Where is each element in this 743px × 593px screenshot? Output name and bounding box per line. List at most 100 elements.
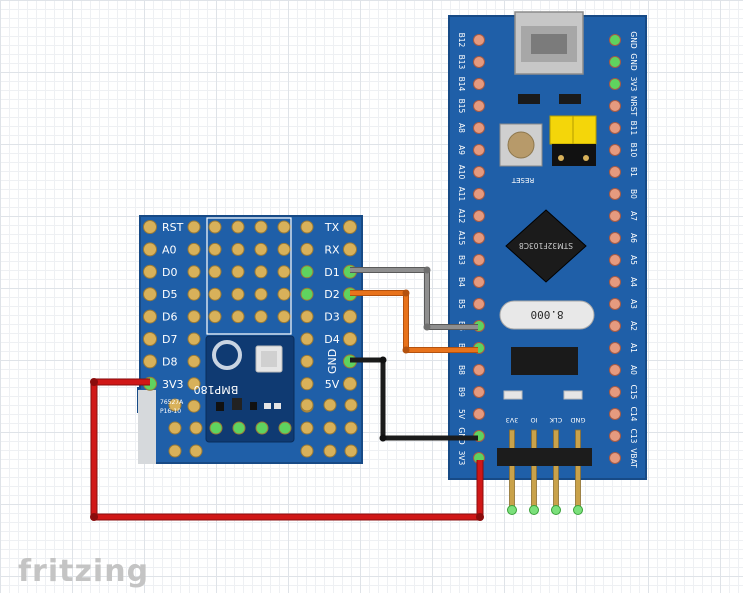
mcu-pin-label: B8 xyxy=(457,365,466,375)
proto-hole xyxy=(187,310,201,324)
crystal xyxy=(499,300,595,330)
proto-hole xyxy=(168,398,182,412)
mcu-pin-gnd xyxy=(609,56,621,68)
proto-hole xyxy=(323,444,337,458)
mcu-pin-label: 5V xyxy=(457,409,466,420)
shield-pin-label: D5 xyxy=(162,288,177,301)
proto-hole xyxy=(231,265,245,279)
proto-hole xyxy=(300,310,314,324)
mcu-pin-label: B4 xyxy=(457,277,466,287)
proto-hole xyxy=(187,242,201,256)
proto-hole xyxy=(231,220,245,234)
mcu-pin-label: GND xyxy=(629,31,638,48)
shield-pin-label: A0 xyxy=(162,243,177,256)
proto-hole xyxy=(277,242,291,256)
mcu-pin-label: A15 xyxy=(457,231,466,246)
mcu-pin-label: A3 xyxy=(629,299,638,309)
mcu-pin-3v3 xyxy=(609,78,621,90)
stm32-blue-pill[interactable]: RESET STM32F103C8 8.000 B12B13B14B15A8A9… xyxy=(448,11,647,515)
mcu-pin-c13 xyxy=(609,430,621,442)
swd-pin xyxy=(553,429,559,509)
swd-pin xyxy=(531,429,537,509)
shield-pin-label: 3V3 xyxy=(162,378,184,391)
proto-hole xyxy=(187,287,201,301)
mcu-pin-label: 3V3 xyxy=(457,451,466,466)
mcu-pin-label: B15 xyxy=(457,99,466,114)
swd-pin-label: GND xyxy=(571,416,586,424)
proto-hole xyxy=(344,421,358,435)
mcu-pin-label: A0 xyxy=(629,365,638,375)
swd-pin xyxy=(509,429,515,509)
mcu-pin-a12 xyxy=(473,210,485,222)
shield-pin-label: D2 xyxy=(324,288,339,301)
mcu-pin-label: C15 xyxy=(629,385,638,400)
proto-hole xyxy=(187,399,201,413)
mcu-pin-label: B1 xyxy=(629,167,638,177)
mcu-pin-b5 xyxy=(473,298,485,310)
proto-hole xyxy=(300,332,314,346)
shield-pin-d6 xyxy=(143,309,157,324)
proto-hole xyxy=(254,242,268,256)
proto-hole xyxy=(300,398,314,412)
bmp180-pin xyxy=(278,421,292,435)
mcu-pin-a1 xyxy=(609,342,621,354)
proto-hole xyxy=(254,265,268,279)
mcu-pin-a10 xyxy=(473,166,485,178)
shield-pin-rst xyxy=(143,220,157,234)
mcu-pin-label: A1 xyxy=(629,343,638,353)
shield-pin-label: D4 xyxy=(324,333,339,346)
mcu-pin-b0 xyxy=(609,188,621,200)
proto-hole xyxy=(323,398,337,412)
shield-pin-label: GND xyxy=(326,349,339,374)
mcu-pin-label: A4 xyxy=(629,277,638,287)
wires xyxy=(90,266,484,521)
proto-hole xyxy=(208,287,222,301)
wire-gnd-black[interactable] xyxy=(350,357,478,441)
swd-pin-label: 3V3 xyxy=(506,416,519,424)
voltage-regulator xyxy=(511,347,578,375)
proto-hole xyxy=(208,310,222,324)
mcu-pin-a8 xyxy=(473,122,485,134)
shield-pin-label: D6 xyxy=(162,311,177,324)
proto-hole xyxy=(344,398,358,412)
mcu-pin-nrst xyxy=(609,100,621,112)
boot-header xyxy=(552,144,596,166)
mcu-right-header: GNDGND3V3NRSTB11B10B1B0A7A6A5A4A3A2A1A0C… xyxy=(609,31,638,468)
reset-label: RESET xyxy=(511,176,534,184)
shield-pin-label: TX xyxy=(324,221,340,234)
bmp180-sensor[interactable]: BMP180 xyxy=(194,335,295,443)
proto-hole xyxy=(300,421,314,435)
shield-part-rev: P16-10 xyxy=(160,408,181,415)
mcu-pin-label: A9 xyxy=(457,145,466,155)
mcu-pin-label: A6 xyxy=(629,233,638,243)
wire-d1-gray[interactable] xyxy=(350,268,478,329)
shield-pin-d7 xyxy=(143,332,157,346)
swd-pin-tip xyxy=(573,505,583,515)
proto-hole xyxy=(300,354,314,368)
wire-d2-orange[interactable] xyxy=(350,291,478,352)
proto-hole xyxy=(208,265,222,279)
mcu-pin-label: B9 xyxy=(457,387,466,397)
shield-pin-label: D7 xyxy=(162,333,177,346)
mcu-pin-c14 xyxy=(609,408,621,420)
mcu-pin-label: B5 xyxy=(457,299,466,309)
bmp180-pin xyxy=(255,421,269,435)
shield-pin-a0 xyxy=(143,242,157,257)
proto-hole xyxy=(323,421,337,435)
shield-pin-label: 5V xyxy=(325,378,340,391)
proto-hole xyxy=(300,287,314,301)
mcu-pin-gnd xyxy=(609,34,621,46)
shield-pin-rx xyxy=(343,242,357,257)
proto-hole xyxy=(254,287,268,301)
shield-pin-label: D3 xyxy=(324,311,339,324)
swd-header-body xyxy=(497,448,592,466)
proto-hole xyxy=(231,242,245,256)
mcu-pin-a7 xyxy=(609,210,621,222)
shield-pin-d8 xyxy=(143,354,157,369)
reset-button-cap[interactable] xyxy=(507,131,535,159)
mcu-pin-label: NRST xyxy=(629,96,638,117)
shield-pin-5v xyxy=(343,376,357,391)
mcu-pin-c15 xyxy=(609,386,621,398)
mcu-pin-b9 xyxy=(473,386,485,398)
mcu-pin-b15 xyxy=(473,100,485,112)
